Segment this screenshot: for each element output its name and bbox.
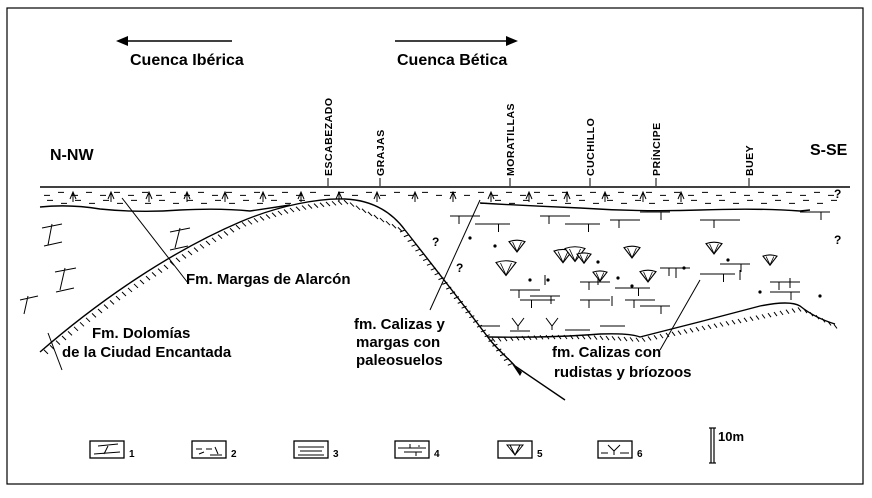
- formation-paleosuelos-line2: margas con: [356, 334, 440, 351]
- legend-label-4: 4: [434, 449, 440, 460]
- locality-moratillas: MORATILLAS: [505, 103, 517, 176]
- dolomias-hatching: [43, 199, 403, 355]
- formation-rudistas-line1: fm. Calizas con: [552, 344, 661, 361]
- arrow-cuenca-iberica: [116, 36, 232, 46]
- label-s-se: S-SE: [810, 142, 848, 159]
- locality-cuchillo: CUCHILLO: [585, 118, 597, 176]
- legend-label-2: 2: [231, 449, 237, 460]
- query-mark-4: ?: [834, 233, 841, 247]
- paleosuelos-boundary: [404, 229, 516, 367]
- base-alarcon-line: [39, 202, 811, 212]
- leader-lines: [47, 197, 701, 371]
- locality-buey: BUEY: [744, 145, 756, 176]
- legend-label-6: 6: [637, 449, 643, 460]
- rudist-fossils: [495, 239, 778, 283]
- legend-label-1: 1: [129, 449, 135, 460]
- rudistas-base-hatching: [491, 307, 838, 343]
- scale-bar: 10m: [709, 427, 744, 464]
- formation-paleosuelos-line3: paleosuelos: [356, 352, 443, 369]
- legend: 1 2 3 4 5 6: [89, 440, 643, 460]
- diagram-frame: [6, 7, 864, 485]
- bryozoan-marks: [480, 317, 625, 332]
- query-mark-3: ?: [834, 187, 841, 201]
- formation-dolomias-line2: de la Ciudad Encantada: [62, 344, 232, 361]
- label-cuenca-iberica: Cuenca Ibérica: [130, 52, 244, 69]
- locality-labels: ESCABEZADO GRAJAS MORATILLAS CUCHILLO PR…: [323, 97, 756, 176]
- label-n-nw: N-NW: [50, 147, 94, 164]
- paleosuelos-arrow: [512, 364, 566, 401]
- locality-principe: PRÍNCIPE: [650, 122, 663, 176]
- paleosuelos-hatching: [399, 229, 513, 366]
- locality-escabezado: ESCABEZADO: [323, 97, 335, 176]
- legend-item-3: 3: [293, 440, 339, 460]
- legend-label-3: 3: [333, 449, 339, 460]
- calizas-bedding-marks: [450, 211, 830, 314]
- legend-item-2: 2: [191, 440, 237, 460]
- formation-rudistas-line2: rudistas y bríozoos: [554, 364, 692, 381]
- locality-ticks: [327, 178, 750, 186]
- query-mark-2: ?: [456, 261, 463, 275]
- dolomias-bedding-marks: [19, 223, 191, 315]
- query-mark-1: ?: [432, 235, 439, 249]
- legend-item-4: 4: [394, 440, 440, 460]
- legend-item-1: 1: [89, 440, 135, 460]
- formation-dolomias-line1: Fm. Dolomías: [92, 325, 190, 342]
- formation-paleosuelos-line1: fm. Calizas y: [354, 316, 446, 333]
- locality-grajas: GRAJAS: [375, 129, 387, 176]
- legend-item-6: 6: [597, 440, 643, 460]
- label-cuenca-betica: Cuenca Bética: [397, 52, 507, 69]
- legend-item-5: 5: [497, 440, 543, 460]
- alarcon-marl-pattern: [44, 190, 837, 204]
- arrow-cuenca-betica: [395, 36, 518, 46]
- scale-bar-label: 10m: [718, 429, 744, 444]
- formation-margas-alarcon: Fm. Margas de Alarcón: [186, 271, 351, 288]
- dolomias-dome-surface: [39, 198, 406, 353]
- legend-label-5: 5: [537, 449, 543, 460]
